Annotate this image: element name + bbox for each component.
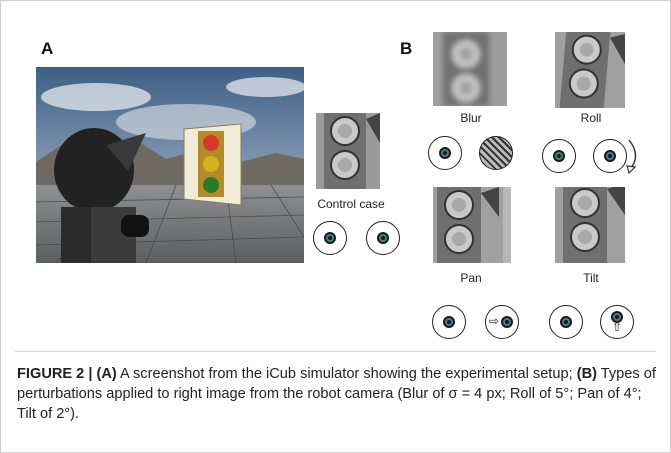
caption-a-text: A screenshot from the iCub simulator sho… (116, 366, 577, 382)
pan-right-eye-icon: ⇨ (485, 305, 519, 339)
tilt-arrow-icon: ⇧ (612, 320, 623, 334)
simulator-screenshot (36, 67, 304, 263)
tilt-left-eye-icon (549, 305, 583, 339)
pan-label: Pan (460, 271, 482, 285)
caption-b-tag: (B) (576, 366, 597, 382)
caption-divider (15, 351, 656, 352)
pan-image (433, 187, 511, 263)
caption-a-tag: (A) (96, 366, 117, 382)
control-right-eye-icon (366, 221, 400, 255)
caption-figure-label: FIGURE 2 | (17, 366, 97, 382)
pan-arrow-icon: ⇨ (489, 314, 500, 328)
traffic-light-sign (183, 123, 242, 206)
roll-left-eye-icon (542, 139, 576, 173)
control-case-label: Control case (317, 197, 385, 211)
blur-image (433, 32, 507, 106)
tilt-right-eye-icon: ⇧ (600, 305, 634, 339)
control-case-image (316, 113, 380, 189)
roll-label: Roll (580, 111, 602, 125)
tilt-label: Tilt (583, 271, 599, 285)
control-left-eye-icon (313, 221, 347, 255)
caption-b-text: Types of perturbations applied to right … (17, 366, 656, 422)
blur-left-eye-icon (428, 136, 462, 170)
pan-left-eye-icon (432, 305, 466, 339)
roll-arrow-icon (626, 139, 637, 175)
panel-b-label: B (400, 39, 413, 58)
panel-a-label: A (41, 39, 54, 58)
blur-label: Blur (460, 111, 482, 125)
tilt-image (555, 187, 625, 263)
blur-right-eye-hatched-icon (479, 136, 513, 170)
figure-caption: FIGURE 2 | (A) A screenshot from the iCu… (17, 364, 657, 424)
roll-image (555, 32, 625, 108)
robot-model (54, 128, 149, 263)
roll-right-eye-icon (593, 139, 627, 173)
